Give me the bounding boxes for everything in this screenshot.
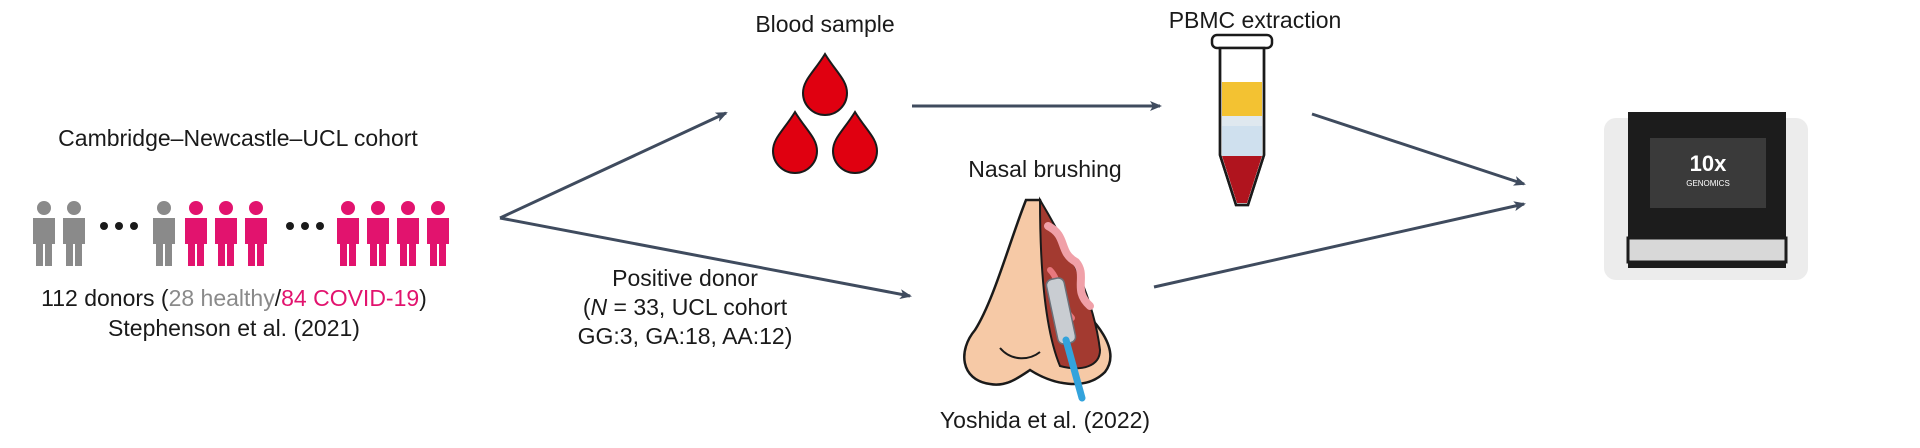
pbmc-tube-icon: [1210, 33, 1274, 207]
arrow-nasal-to-instrument: [1153, 201, 1526, 289]
healthy-count: 28 healthy: [168, 285, 275, 311]
blood-sample-label: Blood sample: [755, 11, 895, 37]
instrument-icon: 10x GENOMICS: [1604, 112, 1808, 280]
covid-person-icon: [245, 201, 267, 266]
nasal-citation: Yoshida et al. (2022): [939, 407, 1151, 433]
positive-donor-title: Positive donor: [612, 265, 758, 291]
positive-donor-count: (N = 33, UCL cohort: [520, 293, 850, 321]
covid-person-icon: [215, 201, 237, 266]
n-symbol: N: [590, 294, 608, 320]
covid-person-icon: [397, 201, 419, 266]
donor-count-suffix: ): [419, 285, 427, 311]
instrument-brand: 10x: [1690, 151, 1727, 176]
covid-person-icon: [427, 201, 449, 266]
paren-open: (: [582, 294, 591, 320]
covid-person-icon: [337, 201, 359, 266]
positive-donor-cohort: = 33, UCL cohort: [607, 294, 788, 320]
arrow-to-nasal: [499, 216, 912, 300]
pbmc-extraction-label: PBMC extraction: [1168, 7, 1342, 33]
cohort-title: Cambridge–Newcastle–UCL cohort: [58, 125, 418, 151]
cohort-citation: Stephenson et al. (2021): [108, 315, 360, 341]
donor-count-sep: /: [274, 285, 282, 311]
instrument-brand-sub: GENOMICS: [1686, 179, 1730, 188]
blood-drop-icon: [771, 52, 879, 174]
donor-icons: [33, 201, 449, 266]
covid-person-icon: [367, 201, 389, 266]
positive-donor-genotypes: GG:3, GA:18, AA:12): [577, 323, 793, 349]
covid-count: 84 COVID-19: [281, 285, 420, 311]
arrow-to-blood: [499, 111, 728, 220]
arrow-pbmc-to-instrument: [1311, 112, 1526, 186]
brush-icon: [1045, 277, 1086, 402]
nasal-brushing-label: Nasal brushing: [968, 156, 1122, 182]
donor-count-prefix: 112 donors (: [41, 285, 169, 311]
covid-person-icon: [185, 201, 207, 266]
nose-icon: [963, 196, 1112, 402]
healthy-person-icon: [63, 201, 85, 266]
donor-count: 112 donors (28 healthy/84 COVID-19): [0, 284, 468, 312]
ellipsis-icon: [100, 222, 324, 230]
healthy-person-icon: [33, 201, 55, 266]
healthy-person-icon: [153, 201, 175, 266]
